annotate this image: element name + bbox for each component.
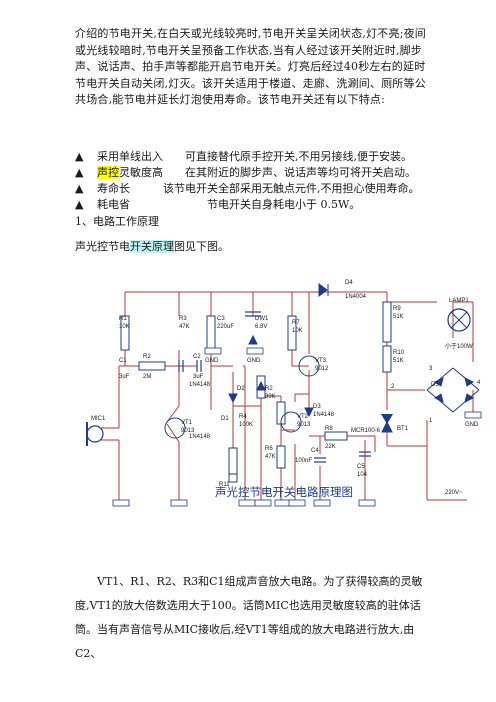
svg-text:4: 4 xyxy=(477,380,481,386)
thyristor-icon xyxy=(381,414,393,424)
feature-item: ▲ 采用单线出入 可直接替代原手控开关,不用另接线,便于安装。 xyxy=(75,149,412,164)
intro-paragraph: 介绍的节电开关,在白天或光线较亮时,节电开关呈关闭状态,灯不亮;夜间或光线较暗时… xyxy=(75,27,426,106)
svg-text:3: 3 xyxy=(429,366,433,372)
svg-text:R3: R3 xyxy=(179,316,187,322)
svg-text:1N4004: 1N4004 xyxy=(345,294,367,300)
svg-text:2M: 2M xyxy=(143,374,151,380)
svg-text:9012: 9012 xyxy=(315,366,329,372)
svg-text:9013: 9013 xyxy=(297,422,311,428)
svg-text:1N4148: 1N4148 xyxy=(189,434,211,440)
schematic-svg: R1 10K R2 2M R3 47K C3 220uF DW1 6.8V R7… xyxy=(86,280,482,514)
microphone-icon xyxy=(86,425,104,443)
svg-text:BT1: BT1 xyxy=(397,426,409,432)
svg-text:R2: R2 xyxy=(143,354,151,360)
svg-text:1N4148: 1N4148 xyxy=(189,382,211,388)
svg-text:VT1: VT1 xyxy=(181,420,193,426)
feature-item: ▲ 寿命长 该节电开关全部采用无触点元件,不用担心使用寿命。 xyxy=(75,181,420,196)
svg-text:6.8V: 6.8V xyxy=(255,324,267,330)
svg-text:R11: R11 xyxy=(219,482,230,488)
svg-text:GND: GND xyxy=(247,358,261,364)
svg-text:VT3: VT3 xyxy=(315,358,327,364)
svg-text:R8: R8 xyxy=(325,426,333,432)
svg-text:D5: D5 xyxy=(431,382,439,388)
section-heading: 1、电路工作原理 xyxy=(75,215,159,228)
svg-text:39K: 39K xyxy=(265,394,276,400)
feature-item: ▲ 声控灵敏度高 在其附近的脚步声、说话声等均可将开关启动。 xyxy=(75,165,416,180)
svg-text:10K: 10K xyxy=(119,324,130,330)
svg-text:GND: GND xyxy=(465,422,479,428)
svg-text:D4: D4 xyxy=(345,280,353,286)
bridge-rectifier-icon xyxy=(426,367,480,413)
feature-desc: 在其附近的脚步声、说话声等均可将开关启动。 xyxy=(185,166,416,179)
triangle-bullet-icon: ▲ xyxy=(75,198,84,211)
svg-text:R2: R2 xyxy=(265,386,273,392)
lamp-icon xyxy=(447,308,471,332)
feature-desc: 该节电开关全部采用无触点元件,不用担心使用寿命。 xyxy=(163,182,420,195)
svg-text:220V~: 220V~ xyxy=(445,490,463,496)
svg-text:3uF: 3uF xyxy=(193,374,204,380)
feature-key: 声控灵敏度高 xyxy=(97,166,163,179)
svg-text:10K: 10K xyxy=(292,328,303,334)
svg-text:47K: 47K xyxy=(179,324,190,330)
svg-text:R6: R6 xyxy=(265,446,273,452)
svg-text:R10: R10 xyxy=(393,350,405,356)
svg-text:100nF: 100nF xyxy=(295,458,312,464)
svg-text:C2: C2 xyxy=(193,354,201,360)
svg-text:MCR100-6: MCR100-6 xyxy=(351,428,381,434)
feature-key: 寿命长 xyxy=(97,182,130,195)
svg-text:2: 2 xyxy=(391,384,395,390)
svg-text:220uF: 220uF xyxy=(217,324,234,330)
svg-text:LAMP1: LAMP1 xyxy=(449,298,469,304)
svg-text:1: 1 xyxy=(429,418,433,424)
circuit-schematic: R1 10K R2 2M R3 47K C3 220uF DW1 6.8V R7… xyxy=(75,262,495,514)
triangle-bullet-icon: ▲ xyxy=(75,182,84,195)
svg-text:51K: 51K xyxy=(393,358,404,364)
svg-text:GND: GND xyxy=(205,358,219,364)
photoresistor-icon xyxy=(228,473,238,483)
svg-text:D2: D2 xyxy=(237,386,245,392)
svg-text:VT2: VT2 xyxy=(297,414,309,420)
svg-text:100K: 100K xyxy=(239,422,253,428)
feature-item: ▲ 耗电省 节电开关自身耗电小于 0.5W。 xyxy=(75,197,360,212)
body-paragraph: VT1、R1、R2、R3和C1组成声音放大电路。为了获得较高的灵敏度,VT1的放… xyxy=(75,575,423,660)
svg-text:R1: R1 xyxy=(119,316,127,322)
figure-intro-line: 声光控节电开关原理图见下图。 xyxy=(75,240,229,253)
svg-text:R9: R9 xyxy=(393,306,401,312)
triangle-bullet-icon: ▲ xyxy=(75,166,84,179)
feature-key: 采用单线出入 xyxy=(97,150,163,163)
feature-desc: 节电开关自身耗电小于 0.5W。 xyxy=(207,198,361,211)
svg-text:D3: D3 xyxy=(313,404,321,410)
svg-text:C3: C3 xyxy=(217,316,225,322)
svg-text:3uF: 3uF xyxy=(119,374,130,380)
feature-desc: 可直接替代原手控开关,不用另接线,便于安装。 xyxy=(185,150,412,163)
svg-text:MIC1: MIC1 xyxy=(91,416,106,422)
svg-text:C1: C1 xyxy=(119,358,127,364)
svg-text:DW1: DW1 xyxy=(255,316,269,322)
svg-text:51K: 51K xyxy=(393,314,404,320)
svg-text:R7: R7 xyxy=(292,320,300,326)
svg-text:9013: 9013 xyxy=(181,428,195,434)
svg-text:小于100W: 小于100W xyxy=(445,342,473,350)
svg-text:1N4148: 1N4148 xyxy=(313,412,335,418)
highlight-text: 声控 xyxy=(97,166,119,179)
svg-text:D1: D1 xyxy=(221,416,229,422)
feature-key: 耗电省 xyxy=(97,198,130,211)
triangle-bullet-icon: ▲ xyxy=(75,150,84,163)
svg-text:R4: R4 xyxy=(239,414,247,420)
highlight-text: 开关原理 xyxy=(130,240,174,253)
svg-text:104: 104 xyxy=(357,472,368,478)
schematic-title: 声光控节电开关电路原理图 xyxy=(215,485,353,499)
svg-text:47K: 47K xyxy=(265,454,276,460)
svg-text:C5: C5 xyxy=(357,464,365,470)
svg-text:C4: C4 xyxy=(311,448,319,454)
svg-text:22K: 22K xyxy=(325,444,336,450)
